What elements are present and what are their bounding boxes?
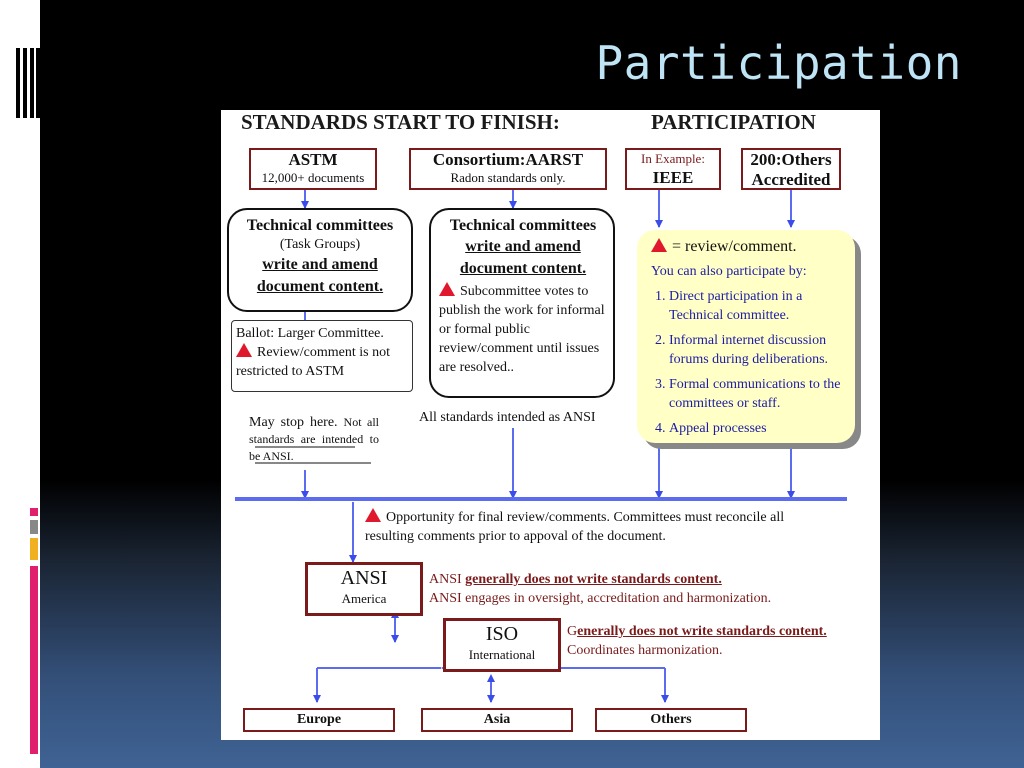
ieee-title: IEEE: [652, 168, 694, 187]
region-others: Others: [595, 708, 747, 732]
iso-note-line2: Coordinates harmonization.: [567, 643, 723, 658]
decor-accent: [30, 566, 38, 754]
tech2-note-text: Subcommittee votes to publish the work f…: [439, 284, 605, 375]
opportunity-text: Opportunity for final review/comments. C…: [365, 510, 785, 544]
review-legend-text: = review/comment.: [672, 238, 797, 255]
ansi-note: ANSI generally does not write standards …: [429, 570, 869, 608]
region-europe: Europe: [243, 708, 395, 732]
decor-accent: [30, 520, 38, 534]
participation-note: = review/comment. You can also participa…: [637, 230, 855, 443]
opportunity-note: Opportunity for final review/comments. C…: [365, 508, 835, 546]
participation-item: Formal communications to the committees …: [669, 375, 845, 413]
may-stop-text: May stop here.: [249, 415, 338, 430]
review-legend: = review/comment.: [651, 236, 845, 258]
ansi-box: ANSI America: [305, 562, 423, 616]
ansi-note-bold: generally does not write standards conte…: [465, 572, 722, 587]
region-asia: Asia: [421, 708, 573, 732]
ballot-line2-text: Review/comment is not restricted to ASTM: [236, 345, 390, 379]
tech1-u1: write and amend: [262, 256, 378, 273]
review-triangle-icon: [365, 508, 381, 522]
tech-committee-astm: Technical committees (Task Groups) write…: [227, 208, 413, 312]
iso-box: ISO International: [443, 618, 561, 672]
diagram-header-right: PARTICIPATION: [651, 110, 816, 134]
decor-accent: [30, 508, 38, 516]
ieee-sub: In Example:: [641, 151, 705, 166]
ballot-line2: Review/comment is not restricted to ASTM: [236, 343, 408, 381]
participation-item: Appeal processes: [669, 419, 845, 438]
flow-diagram: STANDARDS START TO FINISH: PARTICIPATION…: [221, 110, 880, 740]
review-triangle-icon: [236, 343, 252, 357]
aarst-title: Consortium:AARST: [432, 150, 584, 169]
iso-sub: International: [468, 647, 536, 662]
tech2-title: Technical committees: [449, 217, 597, 234]
review-triangle-icon: [439, 282, 455, 296]
iso-note-g: G: [567, 624, 578, 639]
all-ansi-label: All standards intended as ANSI: [419, 410, 596, 425]
ansi-note-prefix: ANSI: [429, 572, 466, 587]
astm-title: ASTM: [288, 150, 338, 169]
ansi-title: ANSI: [340, 567, 388, 589]
others200-line1: 200:Others: [750, 150, 832, 169]
review-triangle-icon: [651, 238, 667, 252]
tech1-sub: (Task Groups): [279, 237, 361, 252]
astm-box: ASTM 12,000+ documents: [249, 148, 377, 190]
astm-sub: 12,000+ documents: [261, 170, 365, 185]
ansi-sub: America: [341, 591, 387, 606]
ballot-box: Ballot: Larger Committee. Review/comment…: [231, 320, 413, 392]
iso-note-line1: Generally does not write standards conte…: [567, 622, 867, 641]
may-stop-note: May stop here. Not all standards are int…: [249, 414, 379, 465]
ieee-box: In Example: IEEE: [625, 148, 721, 190]
not-all-ansi-text: Not all standards are intended to be ANS…: [249, 415, 380, 463]
tech2-u1: write and amend: [465, 238, 581, 255]
decor-vertical-bars: [16, 48, 40, 118]
participate-lead: You can also participate by:: [651, 264, 807, 279]
decor-accent: [30, 538, 38, 560]
iso-note-bold: enerally does not write standards conten…: [577, 624, 827, 639]
iso-title: ISO: [485, 623, 519, 645]
tech2-note: Subcommittee votes to publish the work f…: [439, 282, 607, 377]
diagram-header-left: STANDARDS START TO FINISH:: [241, 110, 560, 134]
participation-item: Informal internet discussion forums duri…: [669, 331, 845, 369]
tech1-title: Technical committees: [246, 217, 394, 234]
aarst-sub: Radon standards only.: [450, 170, 566, 185]
slide-title: Participation: [595, 36, 962, 90]
iso-note: Generally does not write standards conte…: [567, 622, 867, 660]
ansi-note-line1: ANSI generally does not write standards …: [429, 570, 869, 589]
others200-box: 200:Others Accredited: [741, 148, 841, 190]
tech2-u2: document content.: [459, 260, 587, 277]
ballot-line1: Ballot: Larger Committee.: [236, 326, 384, 341]
ansi-note-line2: ANSI engages in oversight, accreditation…: [429, 591, 772, 606]
aarst-box: Consortium:AARST Radon standards only.: [409, 148, 607, 190]
participation-list: Direct participation in a Technical comm…: [651, 287, 845, 438]
tech-committee-aarst: Technical committees write and amend doc…: [429, 208, 615, 398]
others200-line2: Accredited: [751, 170, 831, 189]
tech1-u2: document content.: [256, 278, 384, 295]
participation-item: Direct participation in a Technical comm…: [669, 287, 845, 325]
